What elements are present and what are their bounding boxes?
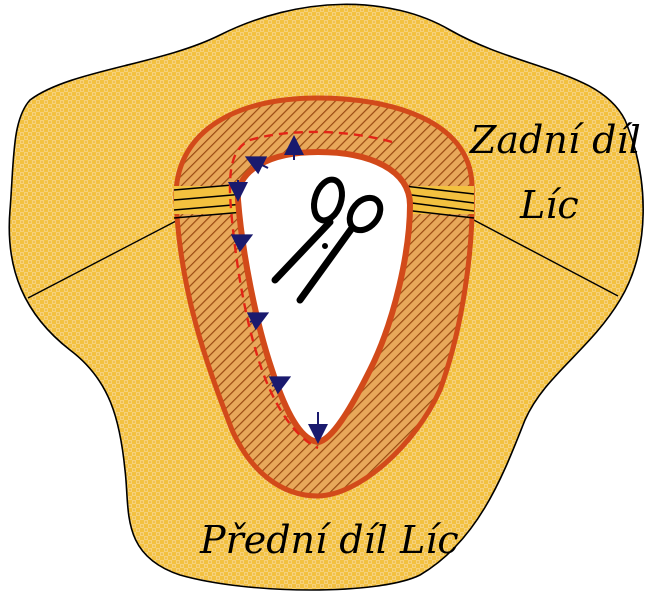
front-piece-label: Přední díl Líc xyxy=(200,518,459,562)
right-facing-band xyxy=(404,186,474,218)
back-piece-label: Zadní díl xyxy=(470,118,641,162)
back-piece-face-label: Líc xyxy=(520,183,579,227)
left-facing-band xyxy=(174,184,244,218)
